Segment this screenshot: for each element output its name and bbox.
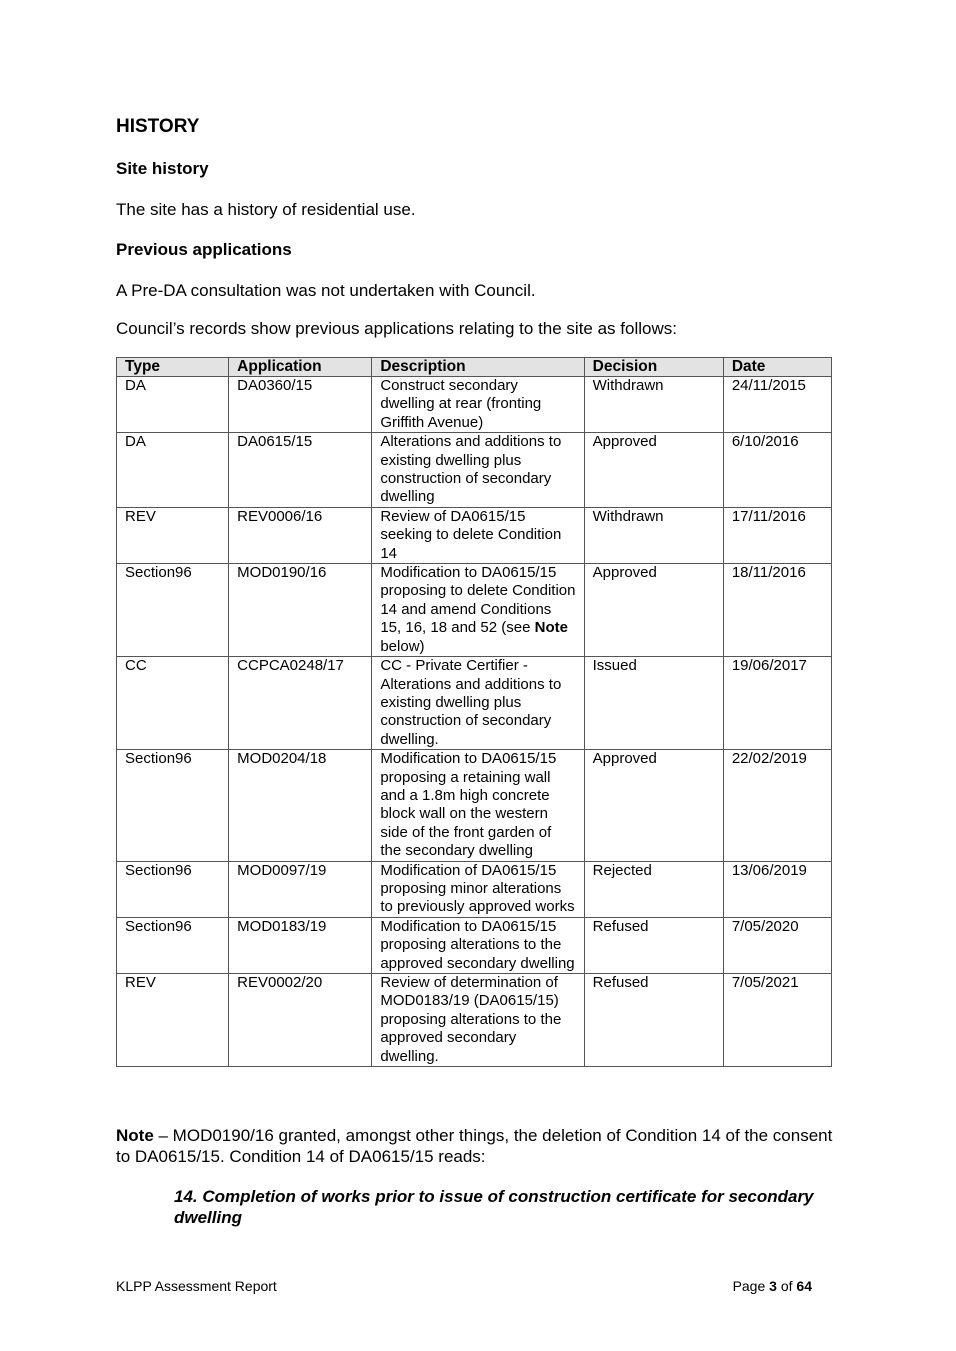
cell-decision: Withdrawn (583, 506, 724, 565)
cell-application: MOD0190/16 (228, 563, 373, 658)
cell-description: Construct secondary dwelling at rear (fr… (371, 375, 585, 434)
section-heading: HISTORY (116, 116, 200, 137)
header-description: Description (371, 357, 585, 377)
page-total: 64 (796, 1278, 812, 1294)
cell-description: Modification to DA0615/15 proposing a re… (371, 749, 585, 862)
cell-description: Modification to DA0615/15 proposing alte… (371, 916, 585, 975)
table-row: REV REV0006/16 Review of DA0615/15 seeki… (115, 506, 833, 565)
table-row: Section96 MOD0204/18 Modification to DA0… (115, 749, 833, 862)
pre-da-text: A Pre-DA consultation was not undertaken… (116, 281, 536, 300)
description-text: Modification to DA0615/15 proposing to d… (380, 564, 576, 637)
header-type: Type (115, 357, 230, 377)
cell-type: DA (115, 432, 230, 508)
cell-description: Review of DA0615/15 seeking to delete Co… (371, 506, 585, 565)
cell-decision: Refused (583, 972, 724, 1068)
note-text: – MOD0190/16 granted, amongst other thin… (116, 1126, 833, 1166)
cell-date: 13/06/2019 (722, 860, 833, 918)
cell-date: 7/05/2020 (722, 916, 833, 975)
cell-date: 6/10/2016 (722, 432, 833, 508)
cell-description: Review of determination of MOD0183/19 (D… (371, 972, 585, 1068)
cell-date: 7/05/2021 (722, 972, 833, 1068)
cell-type: DA (115, 375, 230, 434)
cell-decision: Refused (583, 916, 724, 975)
cell-decision: Issued (583, 656, 724, 751)
cell-application: MOD0204/18 (228, 749, 373, 862)
cell-description: Modification of DA0615/15 proposing mino… (371, 860, 585, 918)
table-row: REV REV0002/20 Review of determination o… (115, 972, 833, 1068)
records-intro-text: Council’s records show previous applicat… (116, 319, 677, 338)
cell-decision: Approved (583, 563, 724, 658)
note-label: Note (116, 1126, 154, 1145)
cell-application: DA0360/15 (228, 375, 373, 434)
cell-application: DA0615/15 (228, 432, 373, 508)
table-row: DA DA0615/15 Alterations and additions t… (115, 432, 833, 508)
applications-table: Type Application Description Decision Da… (115, 357, 833, 1068)
header-application: Application (228, 357, 373, 377)
cell-type: Section96 (115, 916, 230, 975)
cell-type: Section96 (115, 563, 230, 658)
cell-date: 17/11/2016 (722, 506, 833, 565)
site-history-text: The site has a history of residential us… (116, 200, 416, 219)
table-header-row: Type Application Description Decision Da… (115, 357, 833, 377)
cell-description: CC - Private Certifier - Alterations and… (371, 656, 585, 751)
table-row: CC CCPCA0248/17 CC - Private Certifier -… (115, 656, 833, 751)
note-paragraph: Note – MOD0190/16 granted, amongst other… (116, 1126, 836, 1167)
cell-application: MOD0097/19 (228, 860, 373, 918)
page-of: of (776, 1278, 797, 1294)
footer-report-title: KLPP Assessment Report (116, 1278, 277, 1294)
cell-application: REV0006/16 (228, 506, 373, 565)
previous-applications-heading: Previous applications (116, 240, 292, 259)
cell-date: 22/02/2019 (722, 749, 833, 862)
cell-type: Section96 (115, 749, 230, 862)
cell-date: 19/06/2017 (722, 656, 833, 751)
note-reference: Note (534, 619, 568, 637)
condition-14-title: 14. Completion of works prior to issue o… (174, 1187, 814, 1227)
cell-date: 18/11/2016 (722, 563, 833, 658)
footer-page-number: Page 3 of 64 (733, 1278, 812, 1294)
site-history-heading: Site history (116, 159, 209, 178)
cell-type: Section96 (115, 860, 230, 918)
cell-description: Modification to DA0615/15 proposing to d… (371, 563, 585, 658)
page-current: 3 (769, 1278, 777, 1294)
cell-type: REV (115, 972, 230, 1068)
cell-decision: Approved (583, 432, 724, 508)
cell-application: MOD0183/19 (228, 916, 373, 975)
cell-decision: Withdrawn (583, 375, 724, 434)
cell-decision: Rejected (583, 860, 724, 918)
table-row: Section96 MOD0183/19 Modification to DA0… (115, 916, 833, 975)
table-row: Section96 MOD0190/16 Modification to DA0… (115, 563, 833, 658)
header-date: Date (722, 357, 833, 377)
table-row: Section96 MOD0097/19 Modification of DA0… (115, 860, 833, 918)
cell-type: REV (115, 506, 230, 565)
cell-application: REV0002/20 (228, 972, 373, 1068)
page-prefix: Page (732, 1278, 770, 1294)
table-row: DA DA0360/15 Construct secondary dwellin… (115, 375, 833, 434)
cell-type: CC (115, 656, 230, 751)
header-decision: Decision (583, 357, 724, 377)
cell-description: Alterations and additions to existing dw… (371, 432, 585, 508)
cell-application: CCPCA0248/17 (228, 656, 373, 751)
cell-decision: Approved (583, 749, 724, 862)
description-text: below) (380, 637, 425, 655)
cell-date: 24/11/2015 (722, 375, 833, 434)
